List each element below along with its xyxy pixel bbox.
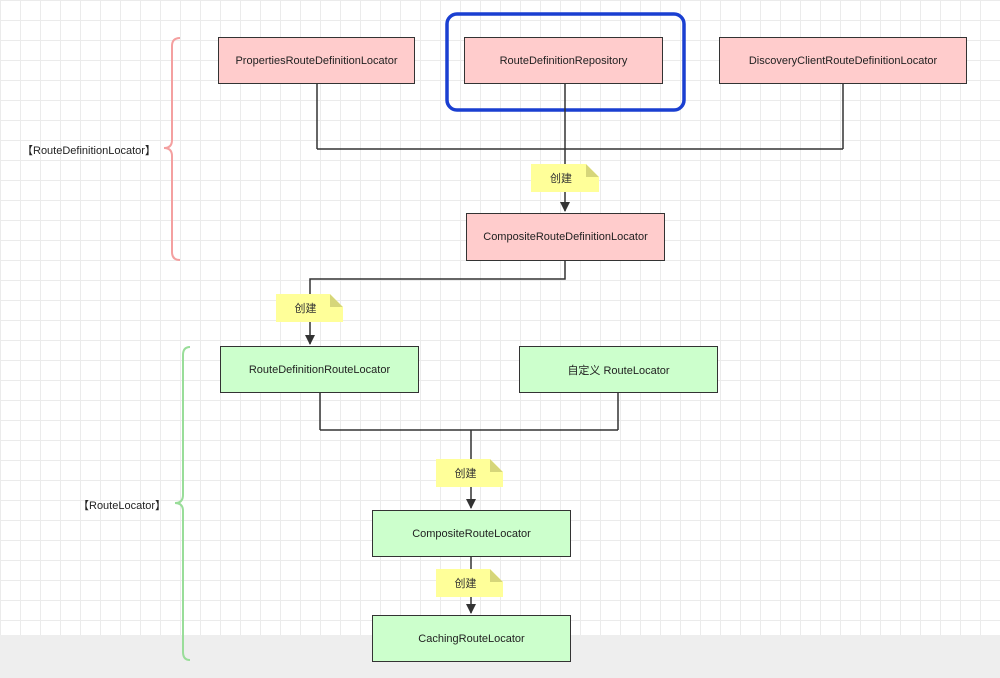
node-caching-route-locator[interactable]: CachingRouteLocator xyxy=(372,615,571,662)
note-create-text: 创建 xyxy=(294,303,317,315)
note-create: 创建 xyxy=(276,294,343,322)
node-composite-route-locator[interactable]: CompositeRouteLocator xyxy=(372,510,571,557)
group-label-route-locator: 【RouteLocator】 xyxy=(78,500,167,512)
group-label-route-definition-locator: 【RouteDefinitionLocator】 xyxy=(22,145,156,157)
route-definition-locator-brace xyxy=(163,37,181,261)
note-create: 创建 xyxy=(531,164,599,192)
note-create: 创建 xyxy=(436,569,503,597)
node-route-definition-repository[interactable]: RouteDefinitionRepository xyxy=(464,37,663,84)
note-create: 创建 xyxy=(436,459,503,487)
node-properties-route-definition-locator[interactable]: PropertiesRouteDefinitionLocator xyxy=(218,37,415,84)
route-locator-brace xyxy=(174,346,191,661)
note-create-text: 创建 xyxy=(550,173,572,185)
node-discovery-client-route-definition-locator[interactable]: DiscoveryClientRouteDefinitionLocator xyxy=(719,37,967,84)
note-create-text: 创建 xyxy=(454,578,477,590)
connector-arrow xyxy=(305,261,566,345)
node-route-definition-route-locator[interactable]: RouteDefinitionRouteLocator xyxy=(220,346,419,393)
note-create-text: 创建 xyxy=(454,468,477,480)
node-composite-route-definition-locator[interactable]: CompositeRouteDefinitionLocator xyxy=(466,213,665,261)
node-custom-route-locator[interactable]: 自定义 RouteLocator xyxy=(519,346,718,393)
